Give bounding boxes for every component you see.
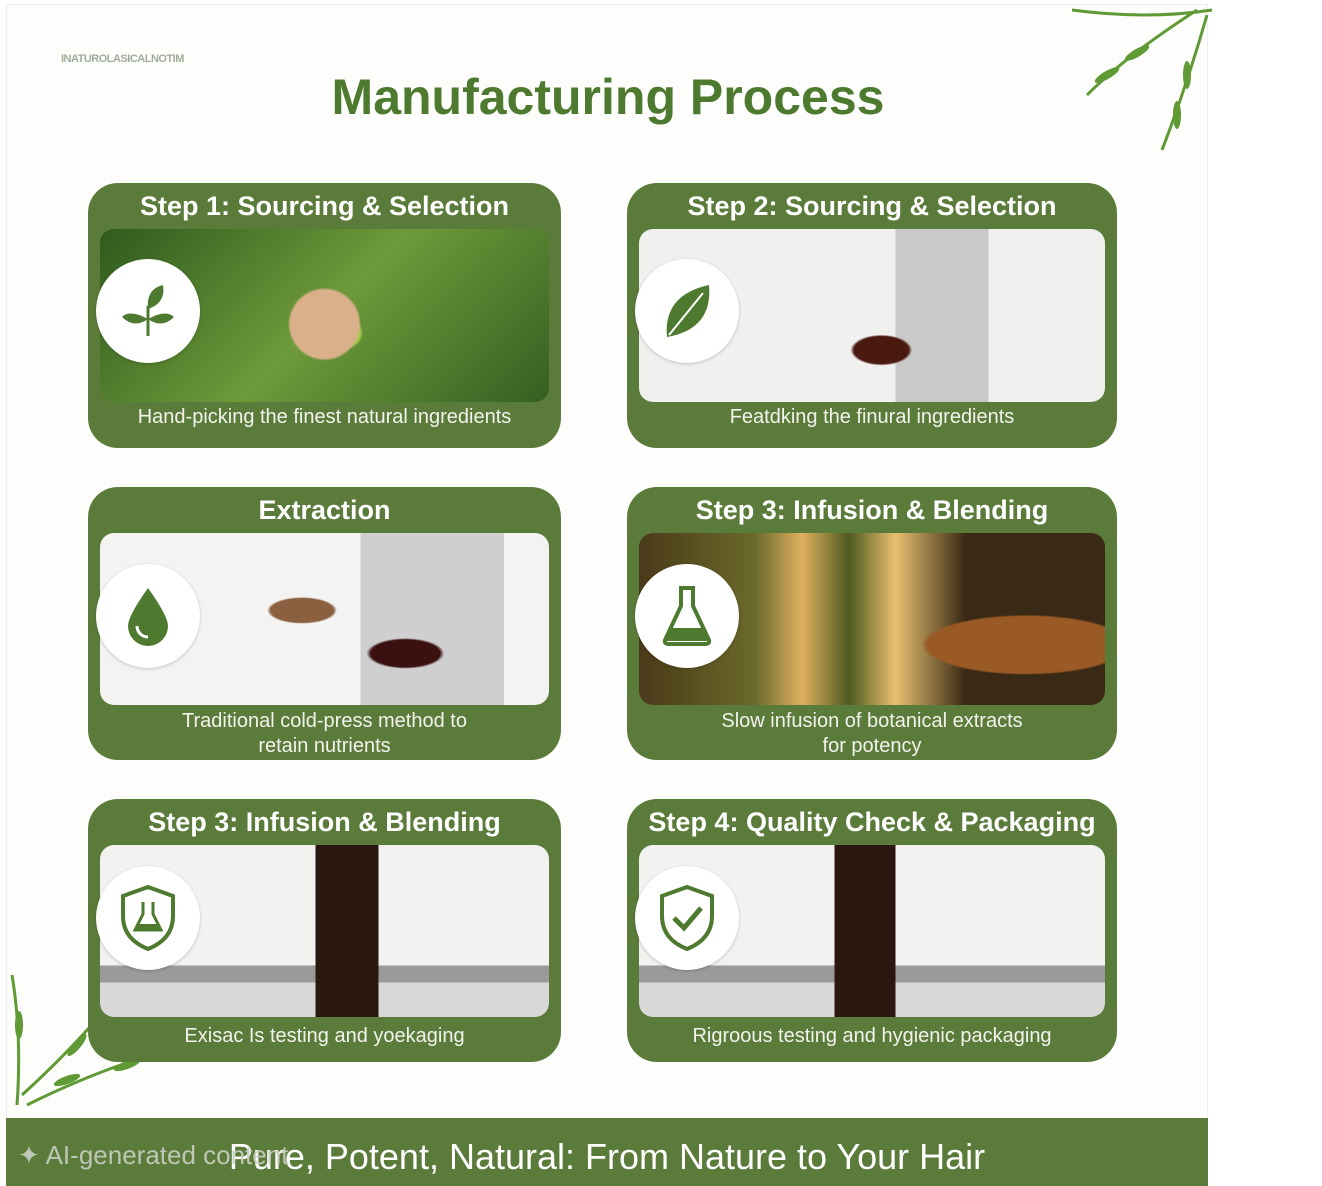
card-heading: Step 4: Quality Check & Packaging bbox=[648, 807, 1096, 837]
step-card-extraction: Extraction Traditional cold-press method… bbox=[88, 487, 561, 760]
fern-leaf-decoration bbox=[1071, 8, 1213, 151]
flask-icon bbox=[635, 564, 739, 668]
sparkle-icon: ✦ bbox=[18, 1140, 40, 1170]
shield-check-icon bbox=[635, 866, 739, 970]
footer-tagline: Pure, Potent, Natural: From Nature to Yo… bbox=[228, 1136, 986, 1177]
card-heading: Step 3: Infusion & Blending bbox=[695, 495, 1049, 525]
card-caption: Rigroous testing and hygienic packaging bbox=[692, 1025, 1052, 1047]
brand-logo-text: INATUROLASICALNOTIM bbox=[61, 53, 184, 65]
shield-flask-icon bbox=[96, 866, 200, 970]
card-heading: Extraction bbox=[258, 495, 391, 525]
card-heading: Step 2: Sourcing & Selection bbox=[687, 191, 1057, 221]
leaf-icon bbox=[635, 259, 739, 363]
card-heading: Step 1: Sourcing & Selection bbox=[139, 191, 510, 221]
card-caption: Featdking the finural ingredients bbox=[729, 406, 1015, 428]
page-title: Manufacturing Process bbox=[331, 69, 885, 125]
drop-icon bbox=[96, 564, 200, 668]
card-caption: Exisac Is testing and yoekaging bbox=[184, 1025, 465, 1047]
footer-banner: Pure, Potent, Natural: From Nature to Yo… bbox=[6, 1118, 1208, 1186]
step-card-sourcing: Step 1: Sourcing & Selection Hand-pickin… bbox=[88, 183, 561, 448]
leaves-icon bbox=[96, 259, 200, 363]
ai-generated-label: ✦ AI-generated content bbox=[18, 1140, 289, 1170]
card-heading: Step 3: Infusion & Blending bbox=[148, 807, 501, 837]
card-caption: Hand-picking the finest natural ingredie… bbox=[137, 406, 512, 428]
